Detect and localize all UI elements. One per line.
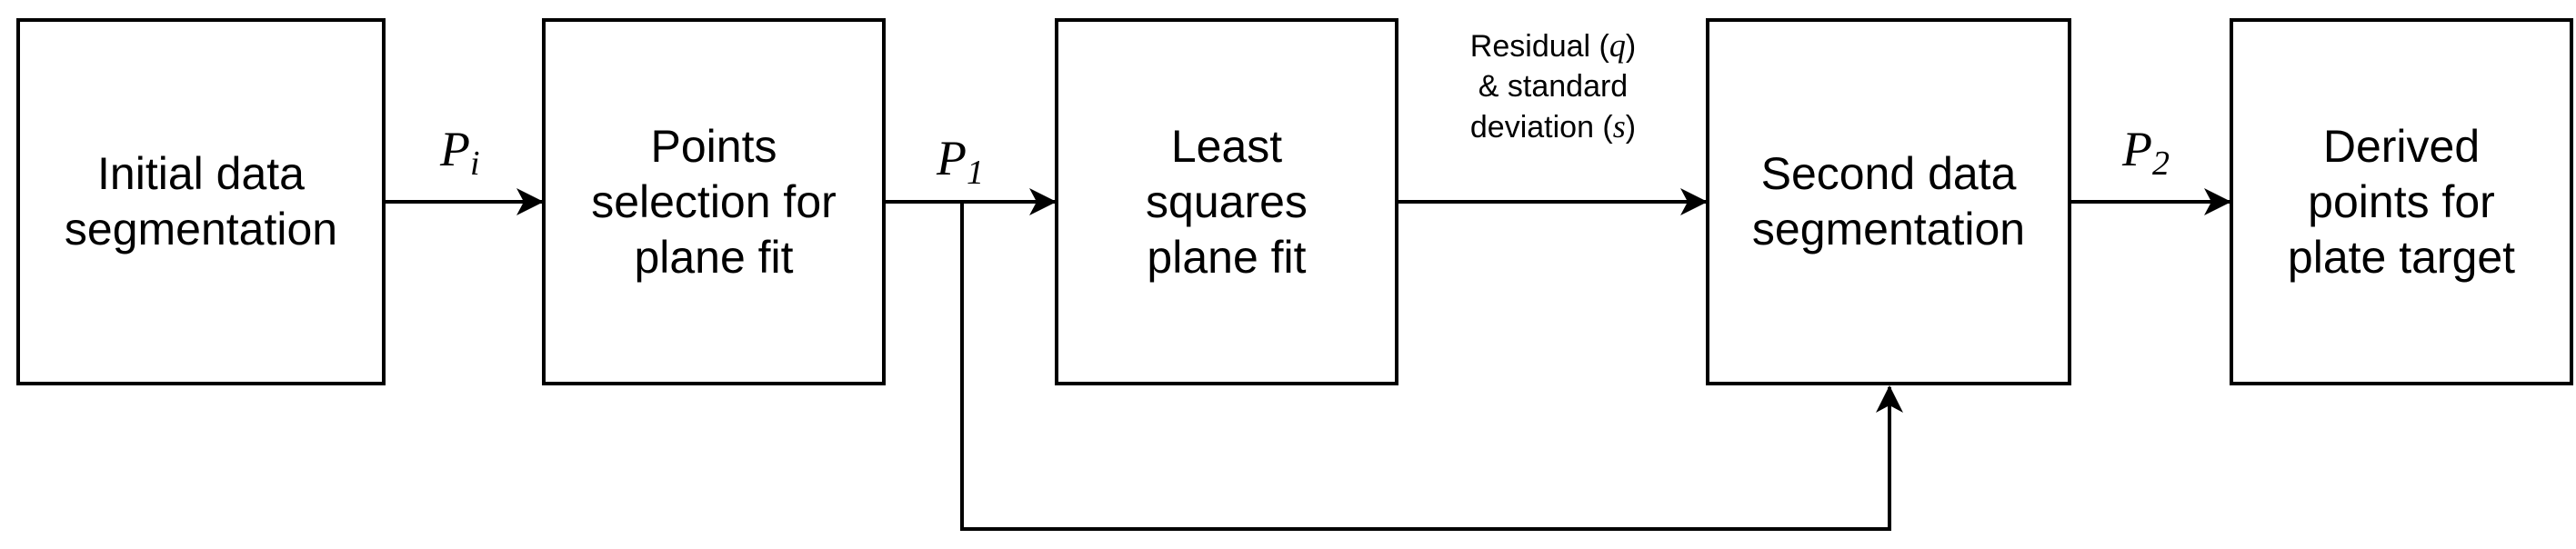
- box-initial-data-segmentation: Initial data segmentation: [16, 18, 386, 385]
- edge-label-p-2-base: P: [2122, 122, 2152, 176]
- box-second-label: Second data segmentation: [1751, 148, 2026, 255]
- std-symbol: s: [1612, 108, 1626, 145]
- edge-label-p-2-sub: 2: [2152, 145, 2170, 183]
- edge-label-p-i: Pi: [440, 122, 480, 181]
- edge-annotation-residual-std: Residual (q) & standard deviation (s): [1426, 25, 1680, 147]
- annotation-line-2: & standard: [1478, 69, 1629, 104]
- box-derived-label: Derived points for plate target: [2287, 120, 2516, 283]
- arrow-p1-bypass-to-second: [960, 202, 1903, 531]
- box-second-data-segmentation: Second data segmentation: [1706, 18, 2071, 385]
- edge-label-p-i-base: P: [440, 122, 470, 176]
- annotation-line-3: deviation (s): [1469, 108, 1637, 145]
- edge-label-p-1-sub: 1: [967, 154, 984, 192]
- edge-label-p-1: P1: [937, 131, 984, 190]
- box-least-squares-label: Least squares plane fit: [1146, 120, 1308, 283]
- edge-label-p-1-base: P: [937, 131, 967, 185]
- box-least-squares-plane-fit: Least squares plane fit: [1055, 18, 1398, 385]
- residual-symbol: q: [1609, 27, 1626, 64]
- box-initial-label: Initial data segmentation: [64, 148, 338, 255]
- box-points-selection: Points selection for plane fit: [542, 18, 886, 385]
- box-derived-points: Derived points for plate target: [2230, 18, 2573, 385]
- box-selection-label: Points selection for plane fit: [591, 120, 837, 283]
- edge-label-p-2: P2: [2122, 122, 2170, 181]
- annotation-line-1: Residual (q): [1469, 27, 1637, 64]
- edge-label-p-i-sub: i: [470, 145, 480, 183]
